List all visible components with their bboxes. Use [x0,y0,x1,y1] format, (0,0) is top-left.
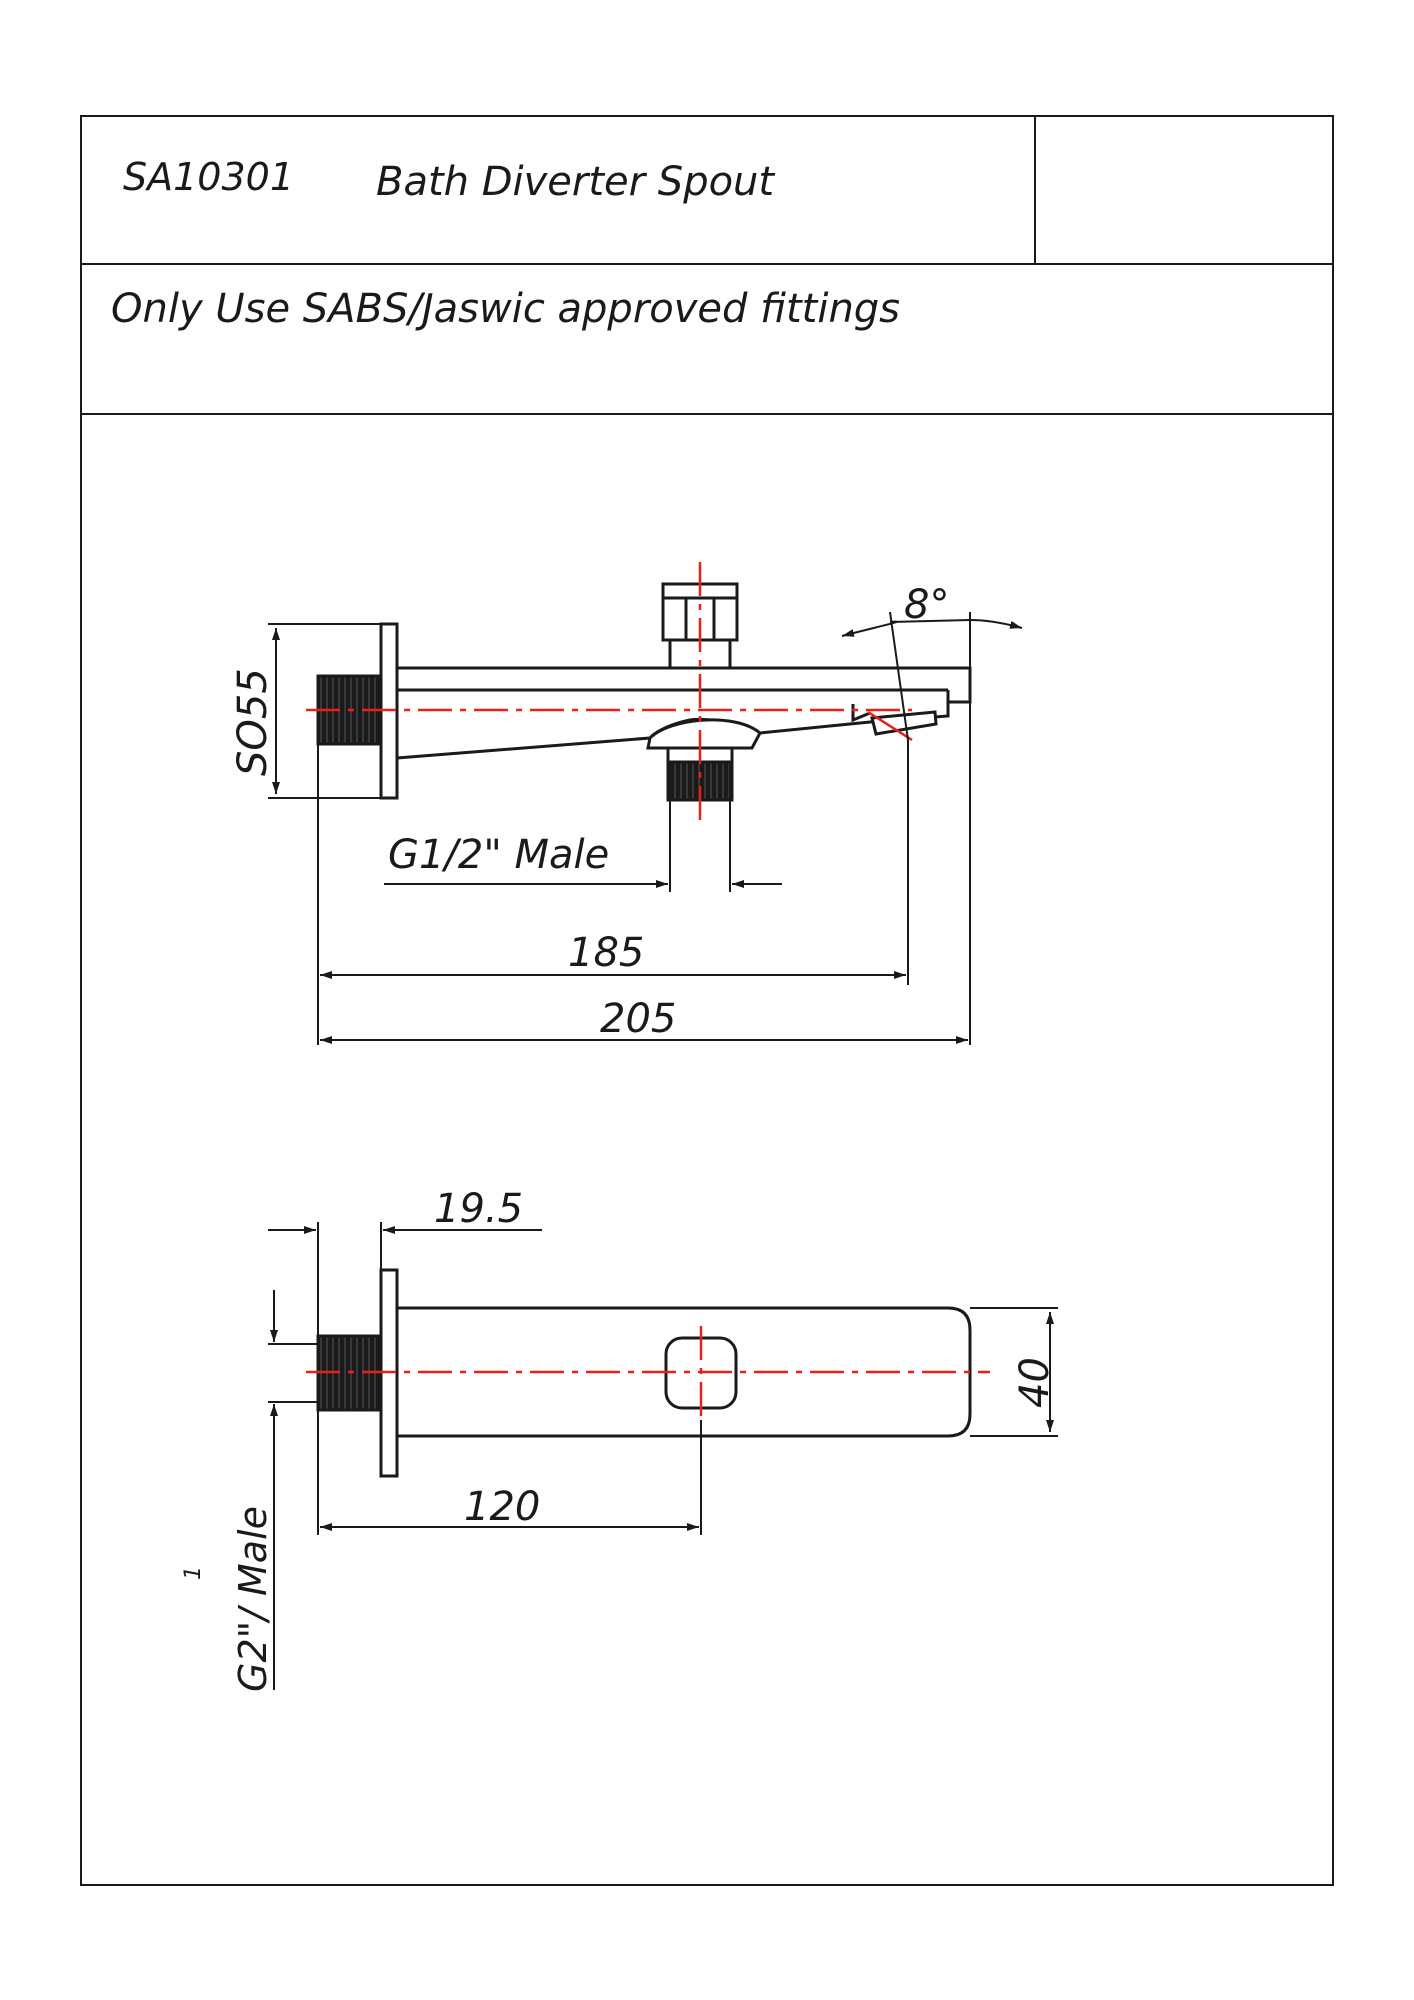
angle-label: 8° [904,582,949,628]
top-view [316,1268,972,1478]
offset-label: 19.5 [434,1186,523,1232]
top-dimensions [268,1222,1058,1690]
side-centerlines [306,562,912,828]
angle-arrow-left [841,620,898,637]
side-view [316,582,972,802]
side-outlet-nozzle [870,710,938,736]
side-lower-boss [646,718,762,750]
side-outlet-centerline [867,710,913,742]
angle-leg [889,611,909,741]
side-thread-label: G1/2" Male [388,832,609,878]
length-185-label: 185 [568,930,644,976]
product-title: Bath Diverter Spout [376,159,775,205]
width-label: 40 [1012,1357,1058,1408]
top-centerlines [306,1326,990,1420]
top-thread-index: 1 [181,1566,206,1580]
length-205-label: 205 [600,996,676,1042]
drawing-frame [80,115,1334,1886]
angle-arc [889,619,971,623]
angle-arrow-right [969,619,1023,629]
center-label: 120 [464,1484,540,1530]
top-thread-label: G2"/ Male [231,1506,275,1692]
title-block [80,115,1334,1886]
side-dimensions [268,611,1023,1045]
height-label: SO55 [230,668,276,776]
product-code: SA10301 [123,155,294,199]
fittings-note: Only Use SABS/Jaswic approved fittings [111,286,900,332]
